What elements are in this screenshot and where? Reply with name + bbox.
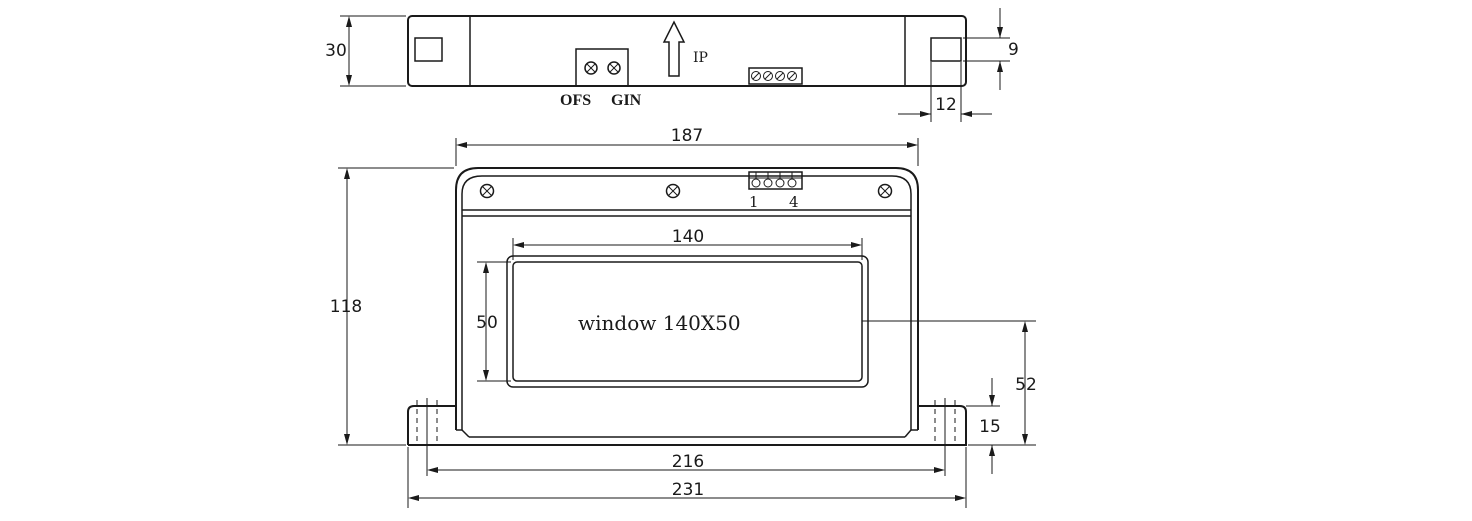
dim-foot-height: 15 xyxy=(966,378,1001,474)
pin-1-label: 1 xyxy=(749,193,759,211)
dim-top-height-label: 30 xyxy=(325,41,347,61)
ofs-pot-icon xyxy=(584,61,598,75)
top-view-body xyxy=(407,15,967,87)
dim-terminal-height: 9 xyxy=(963,8,1019,90)
ip-label: IP xyxy=(693,50,708,66)
dim-overall-width-label: 231 xyxy=(672,480,704,500)
front-view: 1 4 window 140X50 187 xyxy=(330,126,1037,508)
dim-window-center: 52 xyxy=(862,320,1037,446)
dim-hole-spacing: 216 xyxy=(427,452,945,473)
ofs-label: OFS xyxy=(560,92,591,109)
dim-window-height: 50 xyxy=(476,261,511,382)
dim-top-height: 30 xyxy=(325,15,406,87)
dim-window-width-label: 140 xyxy=(672,227,704,247)
window-label: window 140X50 xyxy=(578,311,741,335)
screw-center-icon xyxy=(665,183,681,199)
top-left-slot xyxy=(414,37,443,62)
top-view: OFS GIN IP 30 xyxy=(325,8,1019,122)
pot-block xyxy=(575,48,629,87)
dim-hole-spacing-label: 216 xyxy=(672,452,704,472)
screw-right-icon xyxy=(877,183,893,199)
dim-overall-width: 231 xyxy=(407,447,967,508)
dim-window-center-label: 52 xyxy=(1015,375,1037,395)
top-right-slot xyxy=(930,37,962,62)
dim-terminal-width: 12 xyxy=(898,62,992,122)
gin-label: GIN xyxy=(611,92,642,109)
dim-housing-height: 118 xyxy=(330,167,454,446)
front-connector xyxy=(748,171,803,190)
dim-window-height-label: 50 xyxy=(476,313,498,333)
pin-4-label: 4 xyxy=(789,193,799,211)
top-connector xyxy=(748,67,803,85)
current-direction-arrow-icon xyxy=(662,20,686,77)
front-view-housing xyxy=(455,167,919,430)
screw-left-icon xyxy=(479,183,495,199)
gin-pot-icon xyxy=(607,61,621,75)
base-plate xyxy=(407,405,967,446)
dim-foot-height-label: 15 xyxy=(979,417,1001,437)
dim-terminal-width-label: 12 xyxy=(935,95,957,115)
dim-housing-height-label: 118 xyxy=(330,297,362,317)
dim-housing-width-label: 187 xyxy=(671,126,703,146)
dim-window-width: 140 xyxy=(512,227,863,260)
dim-housing-width: 187 xyxy=(455,126,919,166)
dim-terminal-height-label: 9 xyxy=(1008,40,1019,60)
